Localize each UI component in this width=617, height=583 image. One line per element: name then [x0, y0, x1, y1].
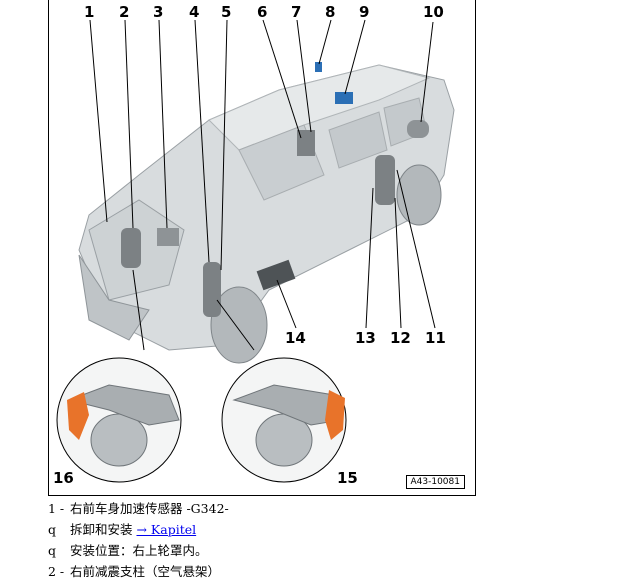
- legend-item-1: 1 - 右前车身加速传感器 -G342-: [48, 498, 608, 519]
- bullet-mark: q: [48, 519, 66, 540]
- callout-12: 12: [390, 330, 411, 346]
- callout-3: 3: [153, 4, 163, 20]
- legend-item-number: 1 -: [48, 498, 66, 519]
- legend-item-text: 右前减震支柱（空气悬架）: [70, 564, 220, 579]
- legend-item-2: 2 - 右前减震支柱（空气悬架）: [48, 561, 608, 582]
- bullet-text: 拆卸和安装: [70, 522, 133, 537]
- front-left-strut: [121, 228, 141, 268]
- callout-6: 6: [257, 4, 267, 20]
- callout-16: 16: [53, 470, 74, 486]
- figure-id-label: A43-10081: [406, 475, 466, 489]
- callout-4: 4: [189, 4, 199, 20]
- legend-bullet-install: q 拆卸和安装 → Kapitel: [48, 519, 608, 540]
- callout-15: 15: [337, 470, 358, 486]
- callout-7: 7: [291, 4, 301, 20]
- callout-13: 13: [355, 330, 376, 346]
- legend: 1 - 右前车身加速传感器 -G342- q 拆卸和安装 → Kapitel q…: [48, 498, 608, 582]
- legend-item-text: 右前车身加速传感器 -G342-: [70, 501, 229, 516]
- callout-14: 14: [285, 330, 306, 346]
- kapitel-link[interactable]: → Kapitel: [136, 522, 196, 537]
- callout-1: 1: [84, 4, 94, 20]
- illustration-figure: 1 2 3 4 5 6 7 8 9 10 11 12 13 14 15 16 A…: [48, 0, 476, 496]
- callout-8: 8: [325, 4, 335, 20]
- rear-air-tank: [407, 120, 429, 138]
- rear-wheel: [397, 165, 441, 225]
- callout-11: 11: [425, 330, 446, 346]
- callout-2: 2: [119, 4, 129, 20]
- front-module: [157, 228, 179, 246]
- blue-part-8: [315, 62, 322, 72]
- callout-10: 10: [423, 4, 444, 20]
- front-right-strut: [203, 262, 221, 317]
- rear-strut: [375, 155, 395, 205]
- bullet-text: 安装位置：右上轮罩内。: [70, 543, 208, 558]
- blue-part-9: [335, 92, 353, 104]
- bullet-mark: q: [48, 540, 66, 561]
- callout-9: 9: [359, 4, 369, 20]
- callout-5: 5: [221, 4, 231, 20]
- air-spring-left: [91, 414, 147, 466]
- car-drawing: [49, 0, 477, 496]
- legend-bullet-location: q 安装位置：右上轮罩内。: [48, 540, 608, 561]
- legend-item-number: 2 -: [48, 561, 66, 582]
